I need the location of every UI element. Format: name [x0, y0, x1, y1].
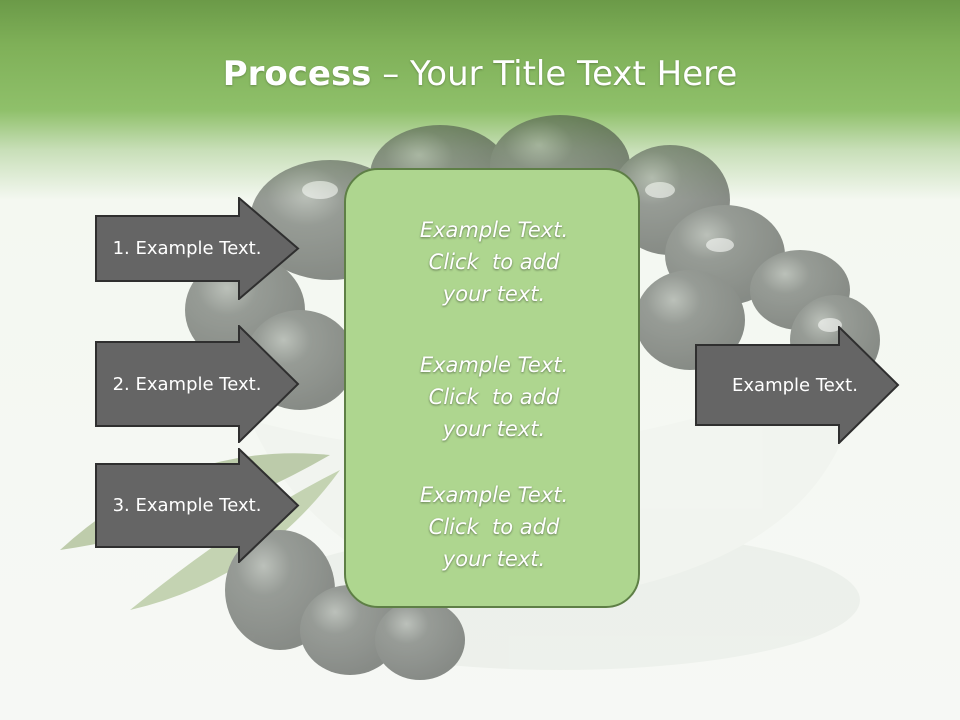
center-text-box[interactable]: Example Text. Click to add your text. Ex…: [344, 168, 640, 608]
left-arrow-2[interactable]: 2. Example Text.: [95, 323, 300, 445]
title-bold: Process: [222, 54, 372, 94]
left-arrow-3[interactable]: 3. Example Text.: [95, 446, 300, 565]
arrow-right-shape: [695, 324, 900, 446]
center-text-block-3: Example Text. Click to add your text.: [419, 483, 569, 571]
left-arrow-2-label: 2. Example Text.: [112, 373, 262, 395]
arrow-right-shape: [95, 323, 300, 445]
left-arrow-1[interactable]: 1. Example Text.: [95, 195, 300, 302]
left-arrow-1-label: 1. Example Text.: [112, 238, 262, 259]
left-arrow-3-label: 3. Example Text.: [112, 495, 262, 516]
center-text-block-1: Example Text. Click to add your text.: [419, 218, 569, 306]
center-text-block-2: Example Text. Click to add your text.: [419, 353, 569, 441]
slide-title[interactable]: Process – Your Title Text Here: [0, 52, 960, 96]
right-arrow[interactable]: Example Text.: [695, 324, 900, 446]
arrow-right-shape: [95, 446, 300, 565]
right-arrow-label: Example Text.: [732, 374, 858, 396]
title-rest: – Your Title Text Here: [371, 54, 738, 94]
arrow-right-shape: [95, 195, 300, 302]
